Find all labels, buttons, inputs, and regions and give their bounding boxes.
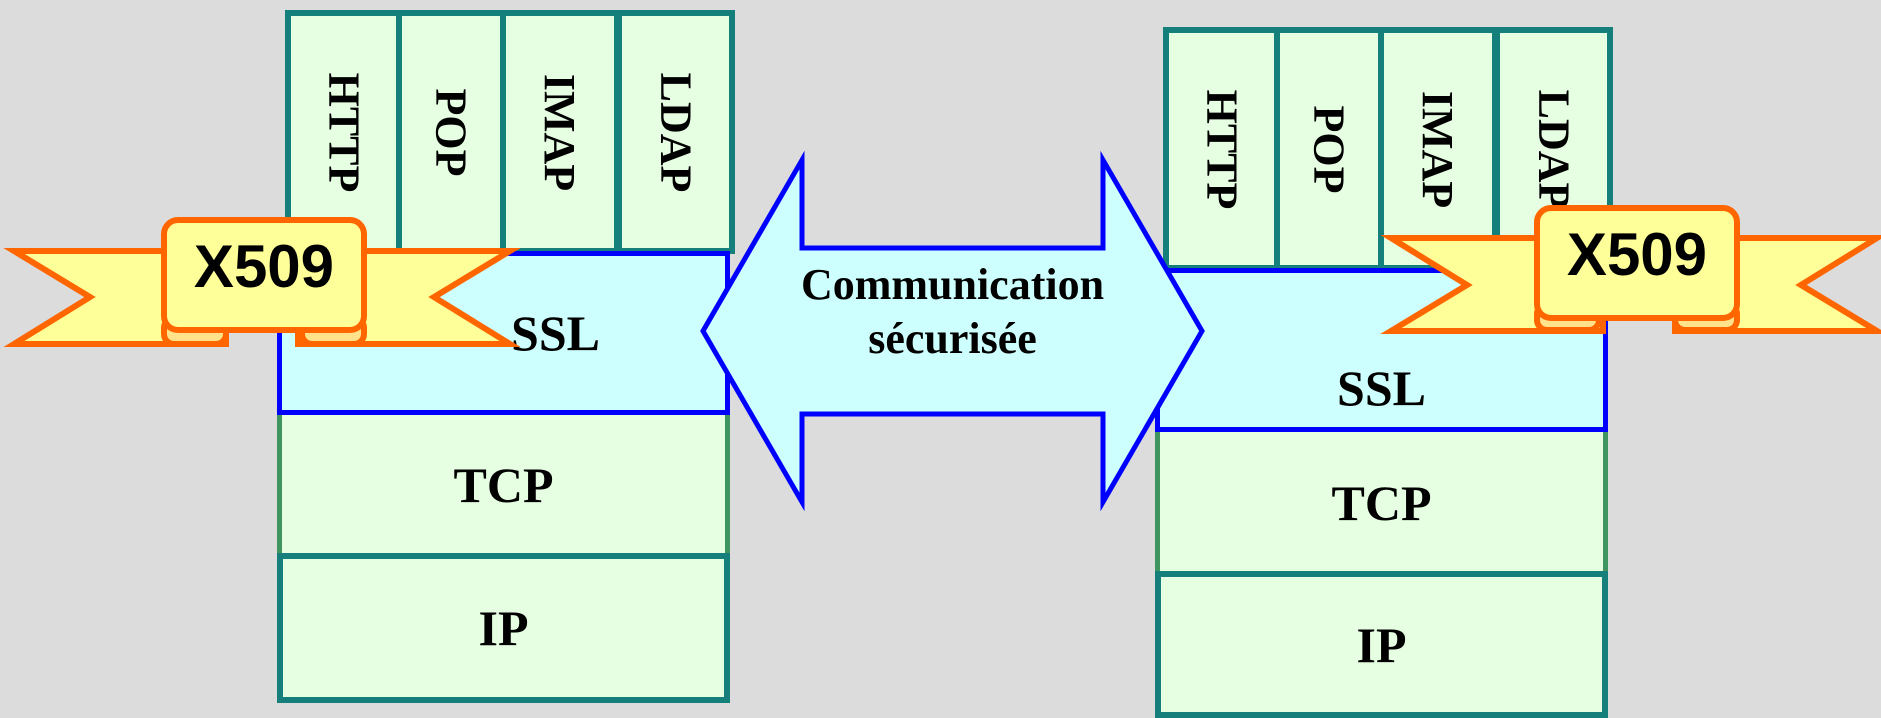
- right-tcp-label: TCP: [1331, 475, 1432, 531]
- left-ip-layer: IP: [277, 553, 730, 703]
- right-x509-label: X509: [1566, 221, 1708, 288]
- left-pop-box: POP: [396, 10, 506, 254]
- right-x509-banner: [1380, 205, 1881, 334]
- right-ssl-label: SSL: [1337, 360, 1426, 416]
- left-tcp-label: TCP: [453, 457, 554, 513]
- secure-communication-arrow: [700, 150, 1205, 512]
- left-ip-label: IP: [478, 600, 529, 656]
- right-tcp-layer: TCP: [1155, 432, 1608, 574]
- left-x509-label: X509: [193, 233, 335, 300]
- left-ldap-box: LDAP: [616, 10, 735, 254]
- secure-communication-label: Communication sécurisée: [770, 258, 1135, 366]
- right-ip-label: IP: [1356, 616, 1407, 673]
- right-imap-box: IMAP: [1378, 27, 1498, 271]
- left-http-box: HTTP: [285, 10, 402, 254]
- left-tcp-layer: TCP: [277, 415, 730, 555]
- secure-communication-line1: Communication: [800, 260, 1105, 309]
- left-ssl-label: SSL: [511, 305, 600, 361]
- secure-communication-line2: sécurisée: [868, 314, 1037, 363]
- right-ip-layer: IP: [1155, 571, 1608, 718]
- left-x509-banner: [3, 217, 521, 347]
